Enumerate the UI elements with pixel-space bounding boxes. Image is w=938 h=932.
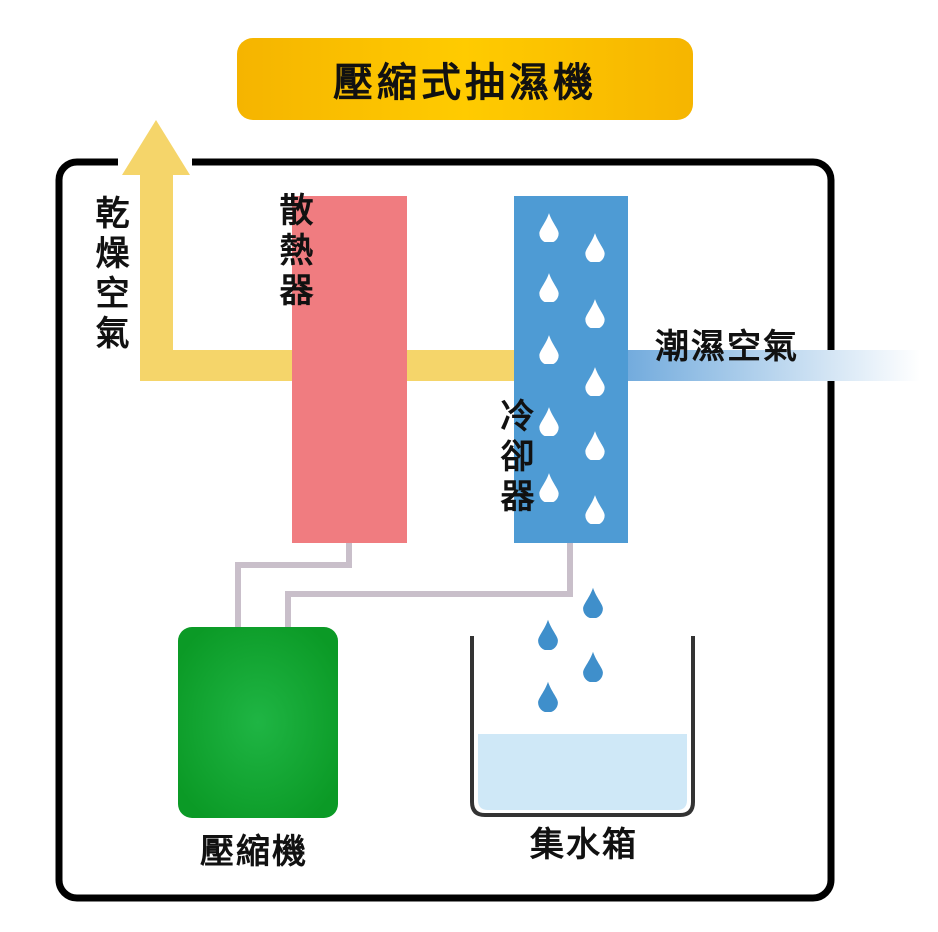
evaporator-block xyxy=(514,196,628,543)
page-title: 壓縮式抽濕機 xyxy=(237,38,693,120)
device-frame xyxy=(55,158,835,902)
refrigerant-pipes xyxy=(235,543,573,628)
condenser-block xyxy=(292,196,407,543)
water-tank xyxy=(470,636,695,817)
water-tank-label: 集水箱 xyxy=(530,825,638,865)
humid-air-flow xyxy=(620,350,920,381)
dry-air-label: 乾燥空氣 xyxy=(89,195,129,355)
evaporator-label: 冷卻器 xyxy=(494,398,534,518)
compressor-block xyxy=(178,627,338,818)
condenser-label: 散熱器 xyxy=(273,192,313,312)
humid-air-label: 潮濕空氣 xyxy=(655,327,799,367)
tank-water xyxy=(478,734,687,810)
compressor-label: 壓縮機 xyxy=(200,832,308,872)
falling-water-drops xyxy=(538,587,603,712)
